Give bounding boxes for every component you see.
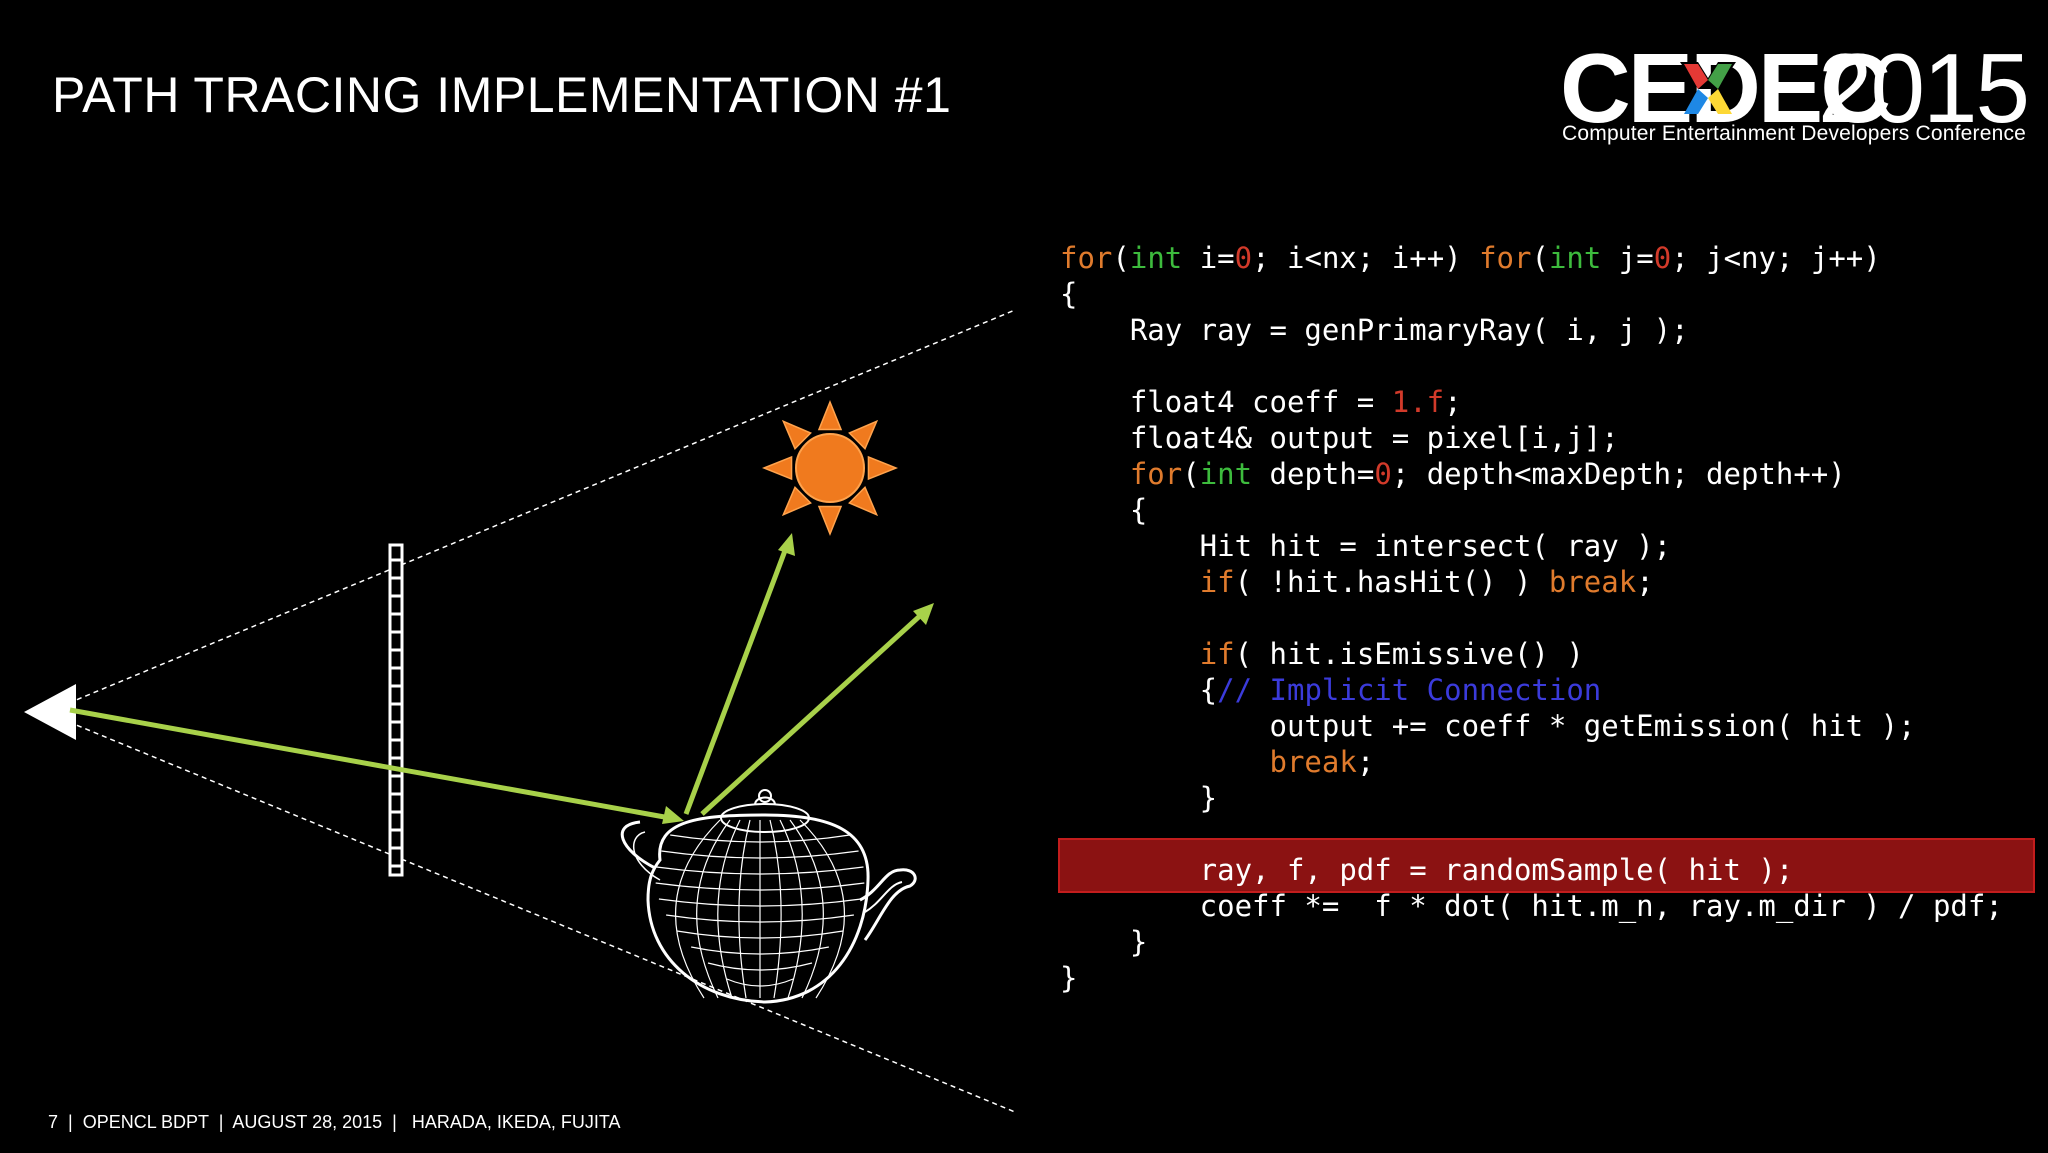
code-line: break; [1060, 744, 1375, 780]
code-line: Ray ray = genPrimaryRay( i, j ); [1060, 312, 1689, 348]
x-red-part [1684, 64, 1708, 89]
code-token: } [1060, 925, 1148, 959]
code-token: depth= [1252, 457, 1375, 491]
frustum-upper-edge [51, 309, 1016, 711]
code-line: for(int i=0; i<nx; i++) for(int j=0; j<n… [1060, 240, 1881, 276]
code-token: for [1060, 241, 1113, 275]
x-blue-part [1684, 89, 1708, 114]
ray-path [69, 533, 934, 824]
code-line: for(int depth=0; depth<maxDepth; depth++… [1060, 456, 1846, 492]
code-token: 1.f [1391, 385, 1445, 419]
code-token: break [1548, 565, 1637, 599]
code-token: ( [1112, 241, 1130, 275]
code-token: if [1199, 565, 1235, 599]
slide-footer: 7 | OPENCL BDPT | AUGUST 28, 2015 | HARA… [48, 1112, 621, 1132]
highlight-bar [1058, 838, 2035, 893]
code-token: int [1548, 241, 1602, 275]
code-line: if( hit.isEmissive() ) [1060, 636, 1584, 672]
code-token: ; [1444, 385, 1462, 419]
logo-subtitle: Computer Entertainment Developers Confer… [1562, 122, 2027, 145]
code-token [1060, 457, 1130, 491]
code-token: // Implicit Connection [1217, 673, 1602, 707]
code-token [1060, 565, 1200, 599]
frustum-lower-edge [51, 714, 1016, 1113]
code-token: ray, f, pdf = randomSample( hit ); [1060, 853, 1794, 887]
code-line: { [1060, 276, 1077, 312]
logo-word: CEDEC [1560, 33, 1891, 143]
code-line: float4& output = pixel[i,j]; [1060, 420, 1619, 456]
code-token: ( hit.isEmissive() ) [1234, 637, 1584, 671]
code-token: { [1060, 493, 1148, 527]
code-token: ( [1531, 241, 1549, 275]
camera-icon [24, 684, 76, 740]
code-token: ; j<ny; j++) [1671, 241, 1881, 275]
code-token: float4& output = pixel[i,j]; [1060, 421, 1619, 455]
code-token: } [1060, 781, 1218, 815]
code-token: Ray ray = genPrimaryRay( i, j ); [1060, 313, 1689, 347]
code-token: 0 [1653, 241, 1672, 275]
x-green-part [1708, 64, 1732, 89]
code-line: Hit hit = intersect( ray ); [1060, 528, 1671, 564]
sun-icon [761, 399, 899, 537]
teapot-icon [620, 789, 917, 1004]
code-token: int [1199, 457, 1253, 491]
code-token: { [1060, 277, 1078, 311]
code-token: ( !hit.hasHit() ) [1234, 565, 1549, 599]
code-token: { [1060, 673, 1218, 707]
code-token: 0 [1234, 241, 1253, 275]
code-line: } [1060, 960, 1077, 996]
code-line: coeff *= f * dot( hit.m_n, ray.m_dir ) /… [1060, 888, 2003, 924]
code-token: break [1269, 745, 1357, 779]
code-token: output += coeff * getEmission( hit ); [1060, 709, 1916, 743]
logo-x-icon [1680, 62, 1736, 114]
code-token: float4 coeff = [1060, 385, 1392, 419]
code-token: if [1199, 637, 1235, 671]
logo-year: 2015 [1818, 33, 2030, 143]
code-line: } [1060, 780, 1217, 816]
code-token: 0 [1374, 457, 1392, 491]
code-token: ; [1356, 745, 1375, 779]
x-yellow-part [1708, 89, 1732, 114]
code-token: j= [1601, 241, 1654, 275]
code-line: { [1060, 492, 1147, 528]
code-token: ; i<nx; i++) [1252, 241, 1480, 275]
code-token: ; [1636, 565, 1654, 599]
code-token: i= [1182, 241, 1235, 275]
code-token: int [1129, 241, 1183, 275]
code-token: ( [1182, 457, 1200, 491]
code-token: Hit hit = intersect( ray ); [1060, 529, 1672, 563]
code-line: } [1060, 924, 1147, 960]
code-token [1060, 745, 1270, 779]
code-token: } [1060, 961, 1078, 995]
code-token: for [1129, 457, 1183, 491]
code-line: float4 coeff = 1.f; [1060, 384, 1462, 420]
cedec-logo: CEDEC 2015 Computer Entertainment Develo… [1560, 38, 2030, 148]
code-line: ray, f, pdf = randomSample( hit ); [1060, 852, 1794, 888]
code-line: {// Implicit Connection [1060, 672, 1602, 708]
image-plane [388, 543, 404, 877]
code-token [1060, 637, 1200, 671]
code-token: for [1479, 241, 1532, 275]
slide-title: PATH TRACING IMPLEMENTATION #1 [52, 67, 952, 123]
code-line: output += coeff * getEmission( hit ); [1060, 708, 1916, 744]
code-token: ; depth<maxDepth; depth++) [1391, 457, 1846, 491]
code-line: if( !hit.hasHit() ) break; [1060, 564, 1654, 600]
code-token: coeff *= f * dot( hit.m_n, ray.m_dir ) /… [1060, 889, 2003, 923]
